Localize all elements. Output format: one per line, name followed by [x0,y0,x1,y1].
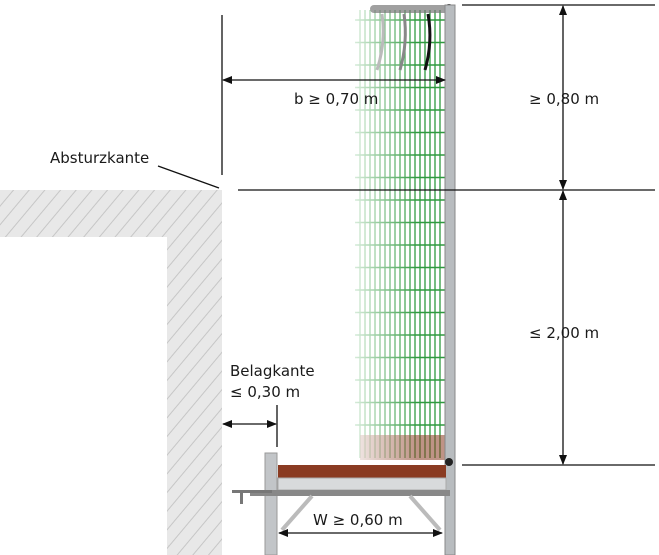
label-fall-edge: Absturzkante [50,149,149,167]
label-deck-edge: Belagkante [230,362,315,380]
label-width-w: W ≥ 0,60 m [313,511,403,529]
building-wall [0,190,222,555]
dimension-lines [157,4,655,537]
label-height-bottom: ≤ 2,00 m [529,324,599,342]
label-width-b: b ≥ 0,70 m [294,90,378,108]
label-height-top: ≥ 0,80 m [529,90,599,108]
label-deck-edge-gap: ≤ 0,30 m [230,383,300,401]
scaffold-post [444,4,456,555]
scaffold-platform [232,452,453,555]
